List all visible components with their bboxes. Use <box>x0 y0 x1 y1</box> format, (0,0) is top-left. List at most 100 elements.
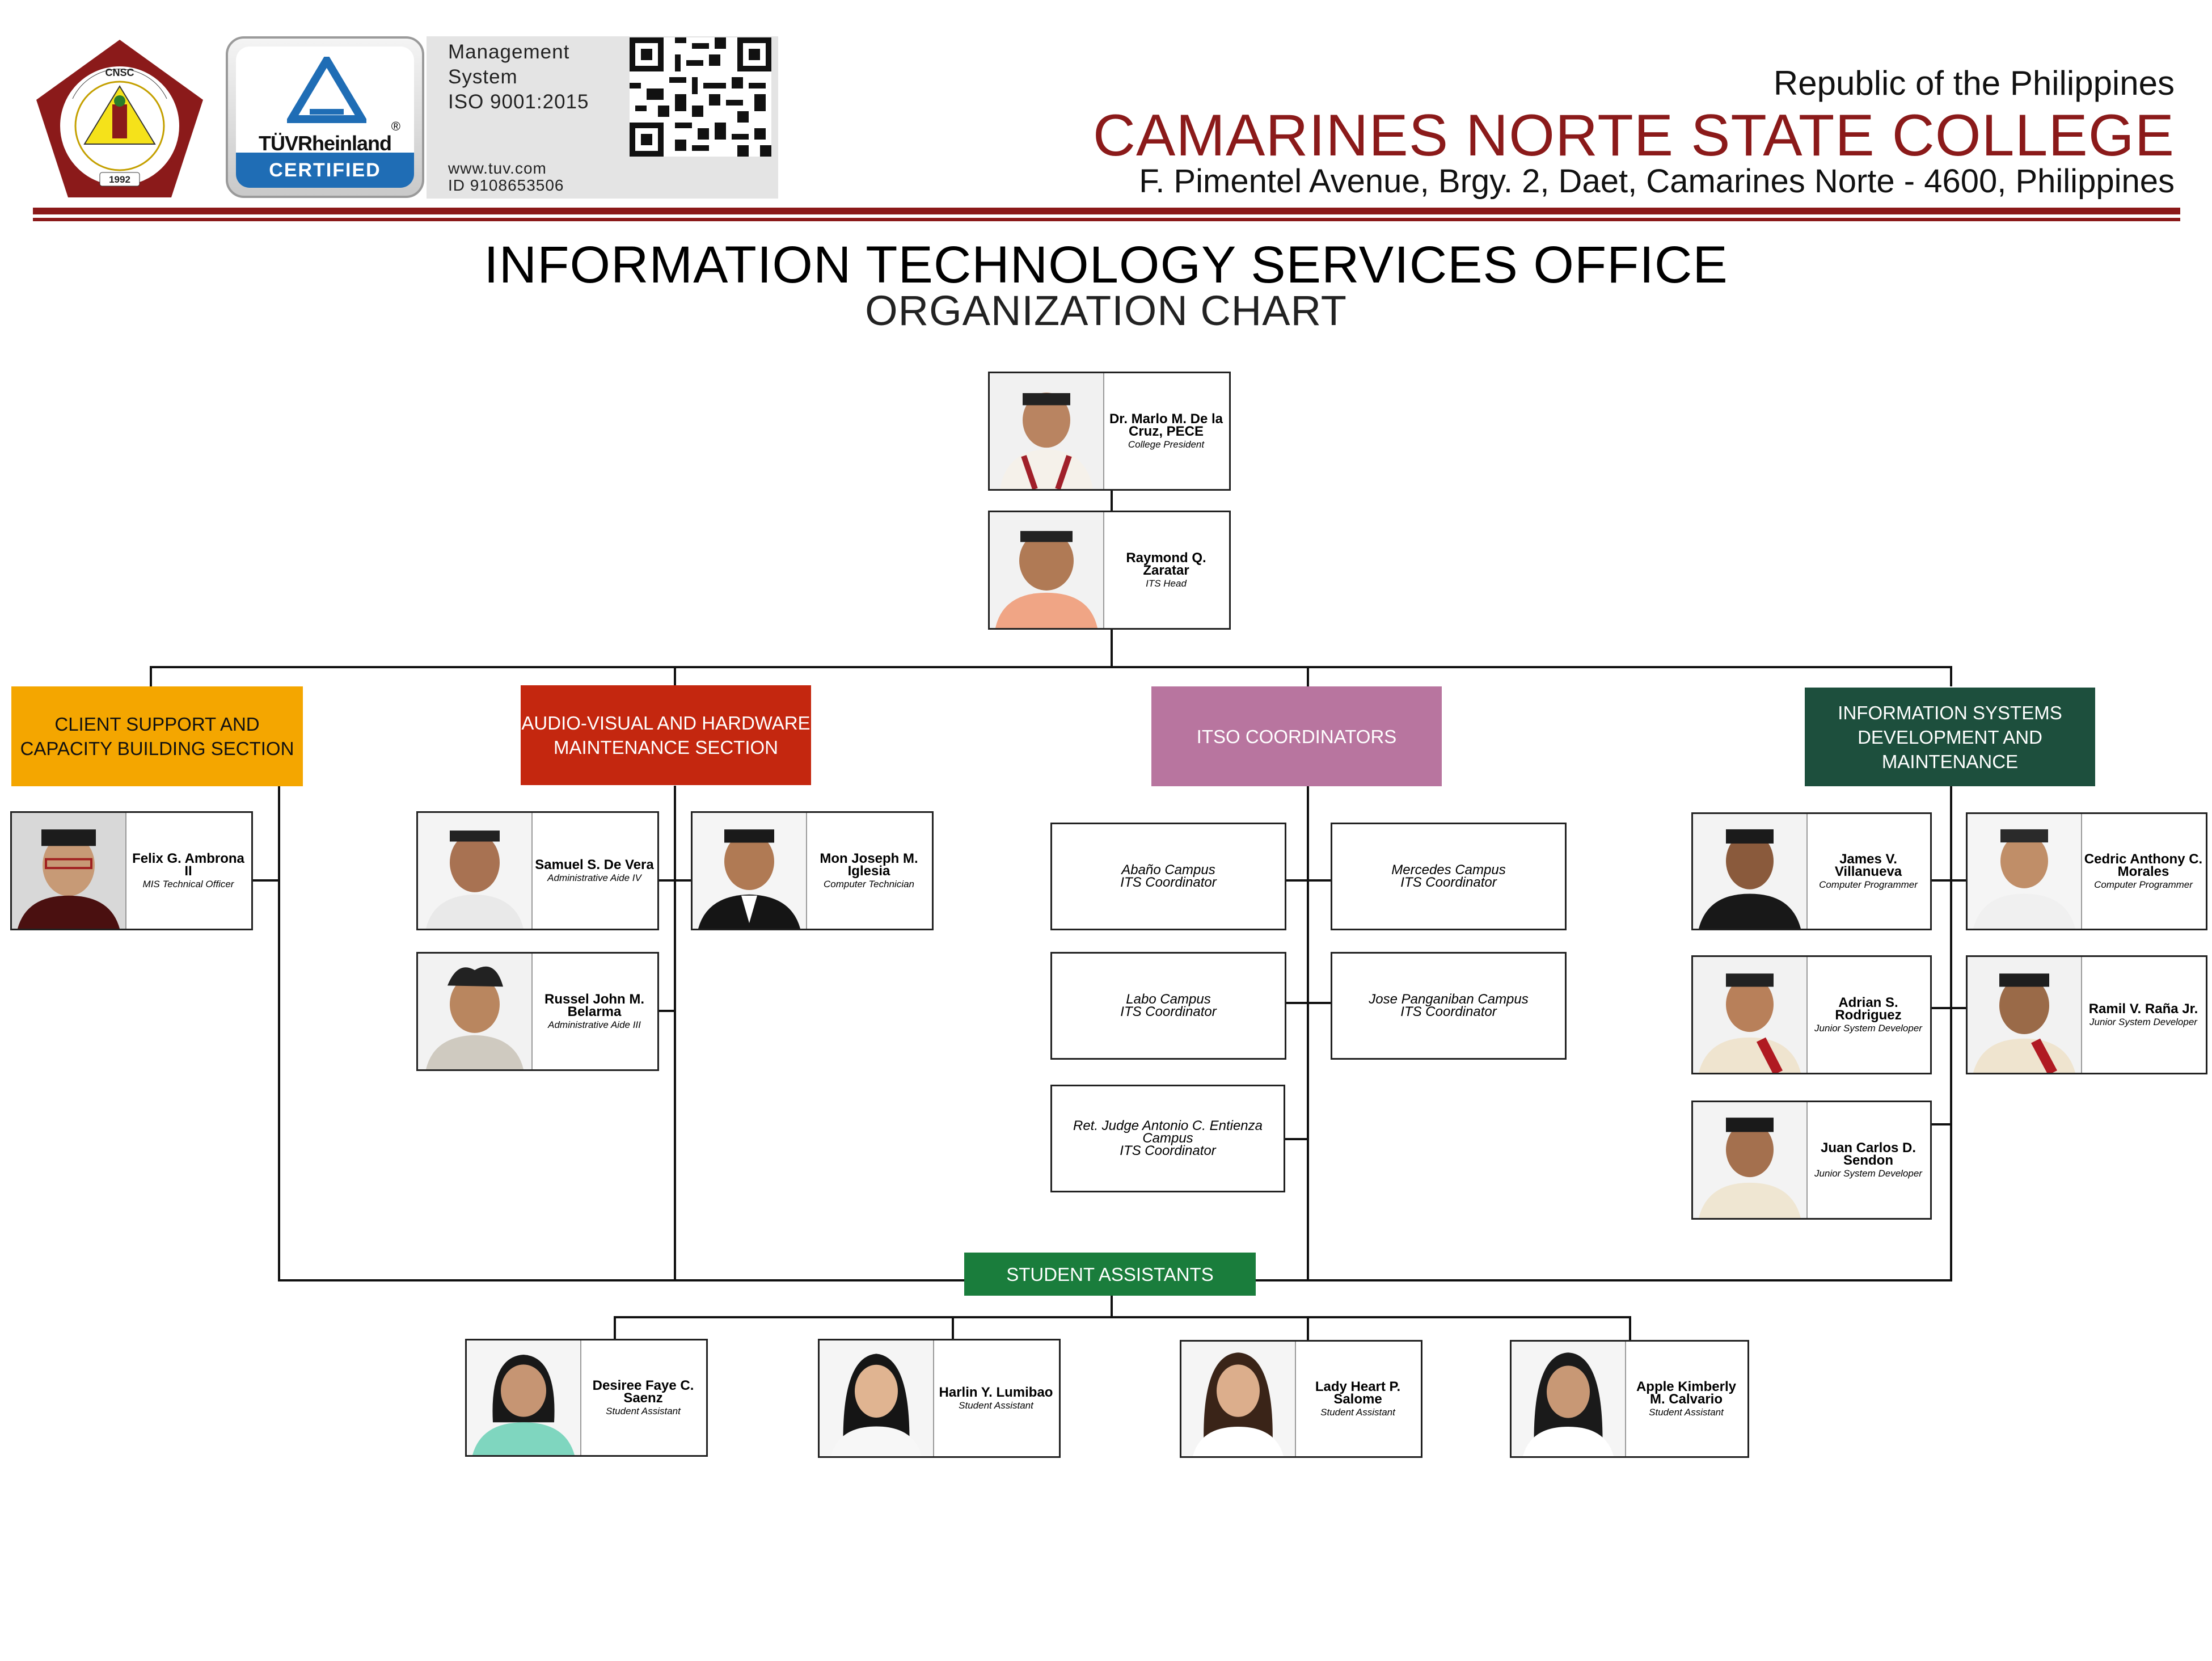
coordinator-entienza[interactable]: Ret. Judge Antonio C. Entienza Campus IT… <box>1050 1085 1285 1192</box>
tuv-certified-label: CERTIFIED <box>236 153 414 188</box>
president-card[interactable]: Dr. Marlo M. De la Cruz, PECE College Pr… <box>988 372 1231 491</box>
adrian-position: Junior System Developer <box>1814 1022 1922 1034</box>
james-position: Computer Programmer <box>1819 879 1918 890</box>
coordinator-panganiban[interactable]: Jose Panganiban Campus ITS Coordinator <box>1331 952 1567 1060</box>
labo-role: ITS Coordinator <box>1120 1004 1217 1019</box>
header-divider-thick <box>33 208 2180 214</box>
tuv-id: ID 9108653506 <box>448 176 564 194</box>
apple-photo <box>1512 1342 1626 1456</box>
abano-campus: Abaño Campus <box>1121 862 1215 878</box>
harlin-photo <box>820 1340 934 1456</box>
russel-name: Russel John M. Belarma <box>544 991 645 1019</box>
desiree-photo <box>467 1340 581 1455</box>
james-photo <box>1693 814 1808 929</box>
james-name: James V. Villanueva <box>1834 851 1902 879</box>
abano-role: ITS Coordinator <box>1120 875 1217 890</box>
staff-card-ramil[interactable]: Ramil V. Raña Jr. Junior System Develope… <box>1966 955 2207 1074</box>
apple-position: Student Assistant <box>1649 1406 1724 1418</box>
staff-card-mon[interactable]: Mon Joseph M. Iglesia Computer Technicia… <box>691 811 934 930</box>
apple-name: Apple Kimberly M. Calvario <box>1636 1378 1737 1407</box>
av-hardware-section-header: AUDIO-VISUAL AND HARDWARE MAINTENANCE SE… <box>521 685 811 785</box>
tuv-brand-name: TÜVRheinland <box>258 132 392 155</box>
client-support-section-header: CLIENT SUPPORT AND CAPACITY BUILDING SEC… <box>11 686 303 786</box>
its-head-card[interactable]: Raymond Q. Zaratar ITS Head <box>988 511 1231 630</box>
harlin-position: Student Assistant <box>959 1399 1033 1411</box>
chart-title: INFORMATION TECHNOLOGY SERVICES OFFICE <box>484 236 1728 294</box>
harlin-name: Harlin Y. Lumibao <box>939 1384 1053 1400</box>
student-card-apple[interactable]: Apple Kimberly M. Calvario Student Assis… <box>1510 1340 1749 1458</box>
staff-card-felix[interactable]: Felix G. Ambrona II MIS Technical Office… <box>10 811 253 930</box>
samuel-name: Samuel S. De Vera <box>535 857 654 872</box>
russel-photo <box>418 954 533 1069</box>
tuv-certification-badge: ® TÜVRheinland CERTIFIED <box>226 36 424 198</box>
juan-name: Juan Carlos D. Sendon <box>1820 1140 1916 1168</box>
its-head-name: Raymond Q. Zaratar <box>1126 550 1206 578</box>
staff-card-juan[interactable]: Juan Carlos D. Sendon Junior System Deve… <box>1691 1101 1932 1220</box>
ramil-name: Ramil V. Raña Jr. <box>2088 1001 2198 1017</box>
coordinator-labo[interactable]: Labo Campus ITS Coordinator <box>1050 952 1286 1060</box>
cedric-name: Cedric Anthony C. Morales <box>2084 851 2203 879</box>
mon-name: Mon Joseph M. Iglesia <box>820 850 918 879</box>
lady-name: Lady Heart P. Salome <box>1315 1378 1401 1407</box>
student-card-lady[interactable]: Lady Heart P. Salome Student Assistant <box>1180 1340 1422 1458</box>
mon-photo <box>693 813 807 929</box>
mgmt-line-1: Management <box>448 41 570 63</box>
college-address: F. Pimentel Avenue, Brgy. 2, Daet, Camar… <box>1139 163 2175 200</box>
labo-campus: Labo Campus <box>1126 992 1211 1007</box>
samuel-position: Administrative Aide IV <box>547 872 641 883</box>
staff-card-samuel[interactable]: Samuel S. De Vera Administrative Aide IV <box>416 811 659 930</box>
staff-card-james[interactable]: James V. Villanueva Computer Programmer <box>1691 812 1932 930</box>
president-position: College President <box>1128 439 1205 450</box>
college-seal-logo: CNSC 1992 <box>36 40 203 197</box>
mercedes-role: ITS Coordinator <box>1400 875 1497 890</box>
staff-card-russel[interactable]: Russel John M. Belarma Administrative Ai… <box>416 952 659 1071</box>
adrian-name: Adrian S. Rodriguez <box>1835 994 1902 1023</box>
tuv-web-info: www.tuv.com ID 9108653506 <box>448 160 564 194</box>
lady-photo <box>1181 1342 1296 1456</box>
college-name: CAMARINES NORTE STATE COLLEGE <box>1092 103 2175 168</box>
its-head-photo <box>990 512 1104 628</box>
chart-subtitle: ORGANIZATION CHART <box>865 287 1347 334</box>
coordinator-abano[interactable]: Abaño Campus ITS Coordinator <box>1050 823 1286 930</box>
its-head-position: ITS Head <box>1146 577 1187 589</box>
itso-coordinators-header: ITSO COORDINATORS <box>1151 686 1442 786</box>
panganiban-role: ITS Coordinator <box>1400 1004 1497 1019</box>
russel-position: Administrative Aide III <box>548 1019 641 1030</box>
desiree-name: Desiree Faye C. Saenz <box>592 1377 694 1406</box>
entienza-role: ITS Coordinator <box>1120 1143 1216 1158</box>
adrian-photo <box>1693 957 1808 1073</box>
svg-text:CNSC: CNSC <box>105 67 134 78</box>
cedric-photo <box>1968 814 2082 929</box>
staff-card-adrian[interactable]: Adrian S. Rodriguez Junior System Develo… <box>1691 955 1932 1074</box>
mon-position: Computer Technician <box>823 878 914 889</box>
student-card-harlin[interactable]: Harlin Y. Lumibao Student Assistant <box>818 1339 1061 1458</box>
staff-card-cedric[interactable]: Cedric Anthony C. Morales Computer Progr… <box>1966 812 2207 930</box>
juan-photo <box>1693 1102 1808 1218</box>
mgmt-line-2: System <box>448 66 518 88</box>
desiree-position: Student Assistant <box>606 1405 681 1417</box>
mgmt-line-3: ISO 9001:2015 <box>448 91 589 113</box>
juan-position: Junior System Developer <box>1814 1167 1922 1179</box>
felix-name: Felix G. Ambrona II <box>132 850 244 879</box>
entienza-campus: Ret. Judge Antonio C. Entienza Campus <box>1073 1118 1263 1146</box>
felix-photo <box>12 813 126 929</box>
panganiban-campus: Jose Panganiban Campus <box>1369 992 1529 1007</box>
coordinator-mercedes[interactable]: Mercedes Campus ITS Coordinator <box>1331 823 1567 930</box>
management-system-text: Management System ISO 9001:2015 <box>448 40 589 115</box>
tuv-website: www.tuv.com <box>448 159 547 177</box>
isd-section-header: INFORMATION SYSTEMS DEVELOPMENT AND MAIN… <box>1805 688 2095 786</box>
samuel-photo <box>418 813 533 929</box>
cedric-position: Computer Programmer <box>2094 879 2193 890</box>
student-card-desiree[interactable]: Desiree Faye C. Saenz Student Assistant <box>465 1339 708 1457</box>
qr-code-icon <box>630 37 771 157</box>
president-name: Dr. Marlo M. De la Cruz, PECE <box>1109 411 1223 439</box>
lady-position: Student Assistant <box>1320 1406 1395 1418</box>
tuv-triangle-icon <box>287 57 366 123</box>
felix-position: MIS Technical Officer <box>142 878 234 889</box>
mercedes-campus: Mercedes Campus <box>1391 862 1506 878</box>
tuv-registered-mark: ® <box>391 119 400 133</box>
svg-text:1992: 1992 <box>109 174 130 185</box>
president-photo <box>990 373 1104 489</box>
ramil-photo <box>1968 957 2082 1073</box>
republic-text: Republic of the Philippines <box>1773 64 2175 102</box>
